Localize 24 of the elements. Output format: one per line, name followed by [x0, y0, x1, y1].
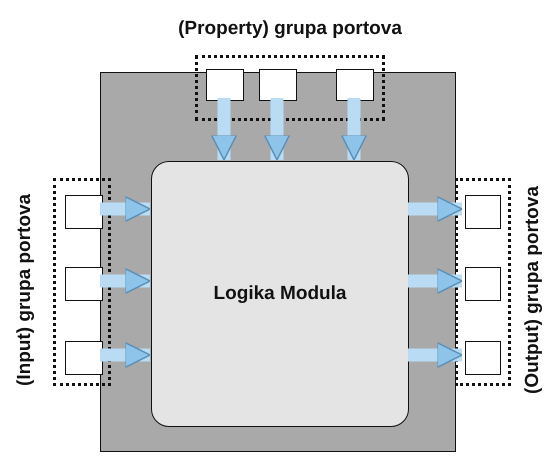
port-box [206, 69, 244, 101]
logic-box [151, 161, 409, 427]
port-box [465, 267, 501, 301]
block-arrow [100, 268, 151, 294]
port-box [465, 195, 501, 229]
port-box [65, 341, 103, 375]
port-box [65, 267, 103, 301]
port-box [465, 341, 501, 375]
group-title: (Property) grupa portova [178, 18, 402, 40]
block-arrow [408, 268, 463, 294]
module-box [100, 72, 456, 452]
block-arrow [100, 196, 151, 222]
block-arrow [340, 98, 368, 161]
block-arrow [408, 342, 463, 368]
port-box [65, 195, 103, 229]
port-box [336, 69, 374, 101]
block-arrow [408, 196, 463, 222]
group-title: (Output) grupa portova [522, 185, 544, 396]
block-arrow [264, 98, 290, 161]
block-arrow [210, 98, 238, 161]
block-arrow [100, 342, 151, 368]
module-label: Logika Modula [212, 283, 348, 305]
group-title: (Input) grupa portova [14, 192, 36, 388]
port-box [259, 69, 297, 101]
